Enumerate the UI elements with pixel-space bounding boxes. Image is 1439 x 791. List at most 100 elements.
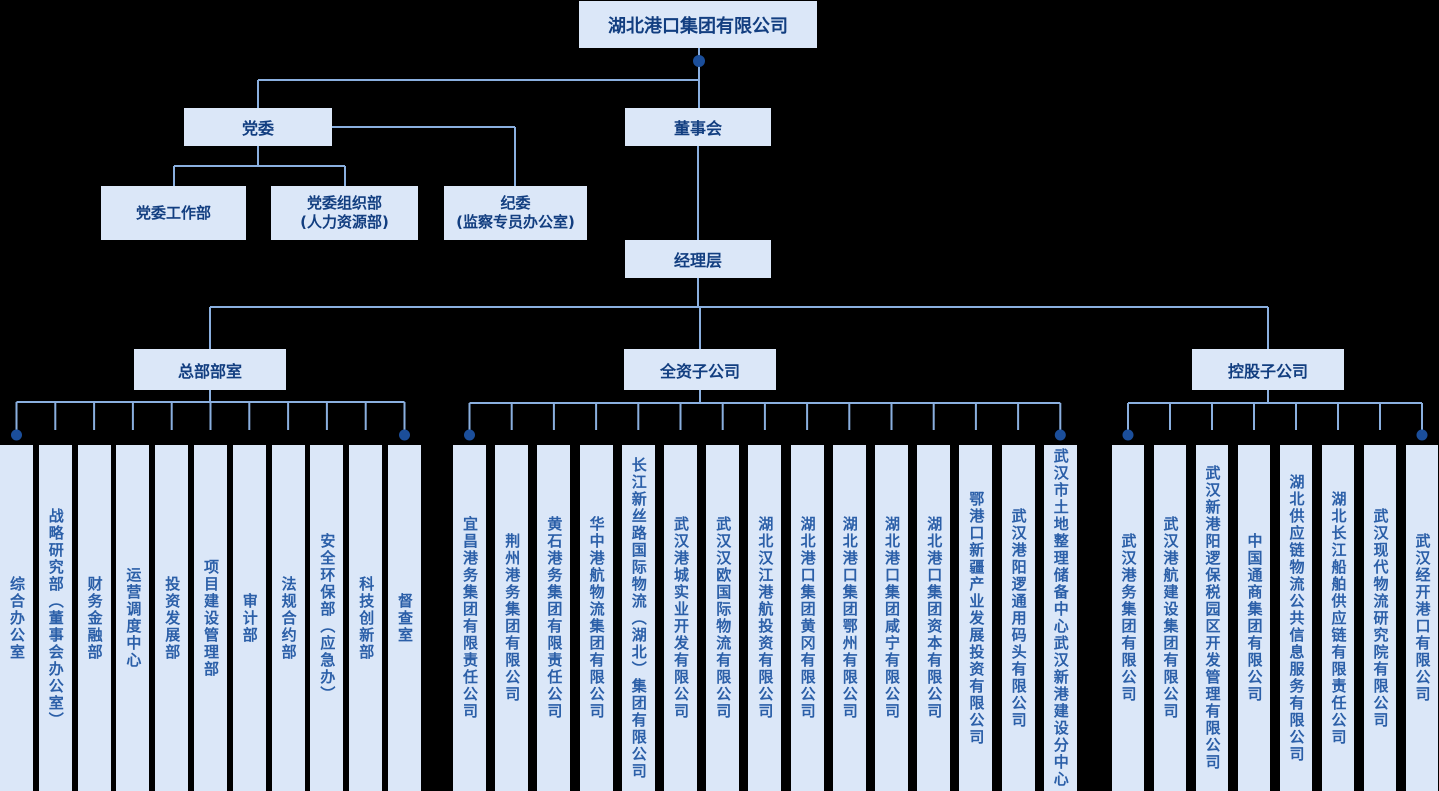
- holding-column: 湖北长江船舶供应链有限责任公司: [1322, 445, 1354, 791]
- party-child-label: 纪委: [500, 194, 531, 212]
- column-label: 湖北汉江港航投资有限公司: [756, 516, 775, 720]
- management-label: 经理层: [673, 251, 722, 270]
- wholly-column: 湖北港口集团资本有限公司: [917, 445, 951, 791]
- column-label: 荆州港务集团有限公司: [503, 533, 522, 703]
- wholly-column: 武汉汉欧国际物流有限公司: [706, 445, 740, 791]
- column-label: 湖北港口集团咸宁有限公司: [883, 516, 901, 720]
- section-wholly-columns: 宜昌港务集团有限责任公司 荆州港务集团有限公司 黄石港务集团有限责任公司 华中港航物流…: [0, 445, 1439, 791]
- org-root-label: 湖北港口集团有限公司: [608, 15, 788, 37]
- column-label: 战略研究部（董事会办公室）: [46, 507, 65, 729]
- hq-column: 投资发展部: [155, 445, 189, 791]
- wholly-column: 武汉港城实业开发有限公司: [664, 445, 697, 791]
- end-connector-dot: [1054, 429, 1066, 441]
- hq-column: 审计部: [232, 445, 266, 791]
- holding-column: 中国通商集团有限公司: [1238, 445, 1270, 791]
- discipline-committee-box: 纪委 (监察专员办公室): [444, 186, 587, 240]
- column-label: 武汉汉欧国际物流有限公司: [714, 516, 733, 720]
- column-label: 武汉经开港口有限公司: [1413, 533, 1432, 703]
- end-connector-dot: [399, 429, 410, 441]
- wholly-column: 荆州港务集团有限公司: [495, 445, 529, 791]
- wholly-column: 湖北港口集团黄冈有限公司: [790, 445, 824, 791]
- branch-label: 总部部室: [177, 361, 242, 381]
- column-label: 武汉港城实业开发有限公司: [672, 516, 690, 720]
- child-connector-lines: [15, 401, 1423, 430]
- column-label: 鄂港口新疆产业发展投资有限公司: [967, 490, 986, 746]
- branch-header-wholly-owned: 全资子公司: [624, 349, 776, 390]
- board-box: 董事会: [625, 108, 771, 146]
- hq-column: 督查室: [388, 445, 421, 791]
- column-label: 湖北长江船舶供应链有限责任公司: [1329, 490, 1348, 746]
- column-label: 安全环保部（应急办）: [318, 533, 337, 703]
- hq-column: 安全环保部（应急办）: [310, 445, 344, 791]
- end-connector-dot: [1416, 429, 1428, 441]
- board-label: 董事会: [673, 119, 722, 138]
- holding-column: 武汉现代物流研究院有限公司: [1364, 445, 1396, 791]
- party-child-label: 党委工作部: [135, 203, 211, 222]
- holding-column: 武汉新港阳逻保税园区开发管理有限公司: [1196, 445, 1228, 791]
- root-connector-dot: [693, 55, 705, 67]
- hq-column: 项目建设管理部: [194, 445, 227, 791]
- hq-column: 战略研究部（董事会办公室）: [38, 445, 72, 791]
- column-label: 武汉港务集团有限公司: [1119, 533, 1138, 703]
- wholly-column: 湖北汉江港航投资有限公司: [748, 445, 782, 791]
- section-holding-columns: 武汉港务集团有限公司 武汉港航建设集团有限公司 武汉新港阳逻保税园区开发管理有限公司…: [0, 445, 1439, 791]
- holding-column: 武汉港务集团有限公司: [1112, 445, 1144, 791]
- management-box: 经理层: [625, 240, 771, 278]
- hq-column: 运营调度中心: [116, 445, 150, 791]
- wholly-column: 宜昌港务集团有限责任公司: [453, 445, 486, 791]
- column-label: 湖北港口集团资本有限公司: [925, 516, 944, 720]
- column-label: 武汉新港阳逻保税园区开发管理有限公司: [1203, 465, 1222, 771]
- holding-column: 湖北供应链物流公共信息服务有限公司: [1280, 445, 1312, 791]
- holding-column: 武汉经开港口有限公司: [1406, 445, 1438, 791]
- column-label: 黄石港务集团有限责任公司: [545, 516, 564, 720]
- column-label: 综合办公室: [8, 575, 26, 661]
- column-label: 财务金融部: [85, 575, 104, 661]
- party-child-label: 党委组织部: [306, 194, 382, 212]
- wholly-column: 长江新丝路国际物流（湖北）集团有限公司: [621, 445, 655, 791]
- column-label: 督查室: [396, 592, 414, 644]
- branch-header-holding: 控股子公司: [1192, 349, 1344, 390]
- branch-label: 控股子公司: [1227, 361, 1308, 381]
- column-label: 运营调度中心: [124, 567, 143, 669]
- column-label: 中国通商集团有限公司: [1245, 533, 1264, 703]
- party-organization-dept-box: 党委组织部 (人力资源部): [271, 186, 418, 240]
- column-label: 湖北供应链物流公共信息服务有限公司: [1287, 473, 1306, 763]
- branch-header-hq: 总部部室: [134, 349, 286, 390]
- party-child-sublabel: (监察专员办公室): [456, 213, 575, 231]
- wholly-column: 湖北港口集团咸宁有限公司: [875, 445, 908, 791]
- branch-label: 全资子公司: [659, 361, 740, 381]
- wholly-column: 华中港航物流集团有限公司: [579, 445, 613, 791]
- column-label: 科技创新部: [357, 575, 376, 661]
- party-committee-label: 党委: [241, 119, 274, 138]
- section-hq-columns: 综合办公室 战略研究部（董事会办公室） 财务金融部 运营调度中心 投资发展部 项目建设管理…: [0, 445, 1439, 791]
- wholly-column: 黄石港务集团有限责任公司: [537, 445, 571, 791]
- column-label: 武汉现代物流研究院有限公司: [1371, 507, 1390, 729]
- column-label: 湖北港口集团鄂州有限公司: [840, 516, 859, 720]
- column-label: 投资发展部: [163, 575, 182, 661]
- trunk-lines: [173, 48, 1269, 404]
- end-connector-dot: [1122, 429, 1134, 441]
- wholly-column: 武汉市土地整理储备中心武汉新港建设分中心: [1043, 445, 1077, 791]
- column-label: 审计部: [240, 592, 259, 644]
- hq-column: 财务金融部: [77, 445, 111, 791]
- holding-column: 武汉港航建设集团有限公司: [1154, 445, 1186, 791]
- column-label: 华中港航物流集团有限公司: [587, 516, 606, 720]
- column-label: 法规合约部: [279, 575, 298, 661]
- wholly-column: 武汉港阳逻通用码头有限公司: [1001, 445, 1035, 791]
- column-label: 湖北港口集团黄冈有限公司: [798, 516, 817, 720]
- hq-column: 综合办公室: [0, 445, 33, 791]
- org-root-box: 湖北港口集团有限公司: [579, 1, 817, 48]
- column-label: 项目建设管理部: [202, 558, 220, 678]
- column-label: 宜昌港务集团有限责任公司: [461, 516, 479, 720]
- end-connector-dot: [11, 429, 22, 441]
- end-connector-dot: [464, 429, 475, 441]
- hq-column: 科技创新部: [349, 445, 383, 791]
- party-child-sublabel: (人力资源部): [300, 213, 389, 231]
- column-label: 长江新丝路国际物流（湖北）集团有限公司: [629, 456, 648, 780]
- wholly-column: 鄂港口新疆产业发展投资有限公司: [959, 445, 993, 791]
- party-committee-box: 党委: [184, 108, 332, 146]
- wholly-column: 湖北港口集团鄂州有限公司: [832, 445, 866, 791]
- column-label: 武汉港航建设集团有限公司: [1161, 516, 1180, 720]
